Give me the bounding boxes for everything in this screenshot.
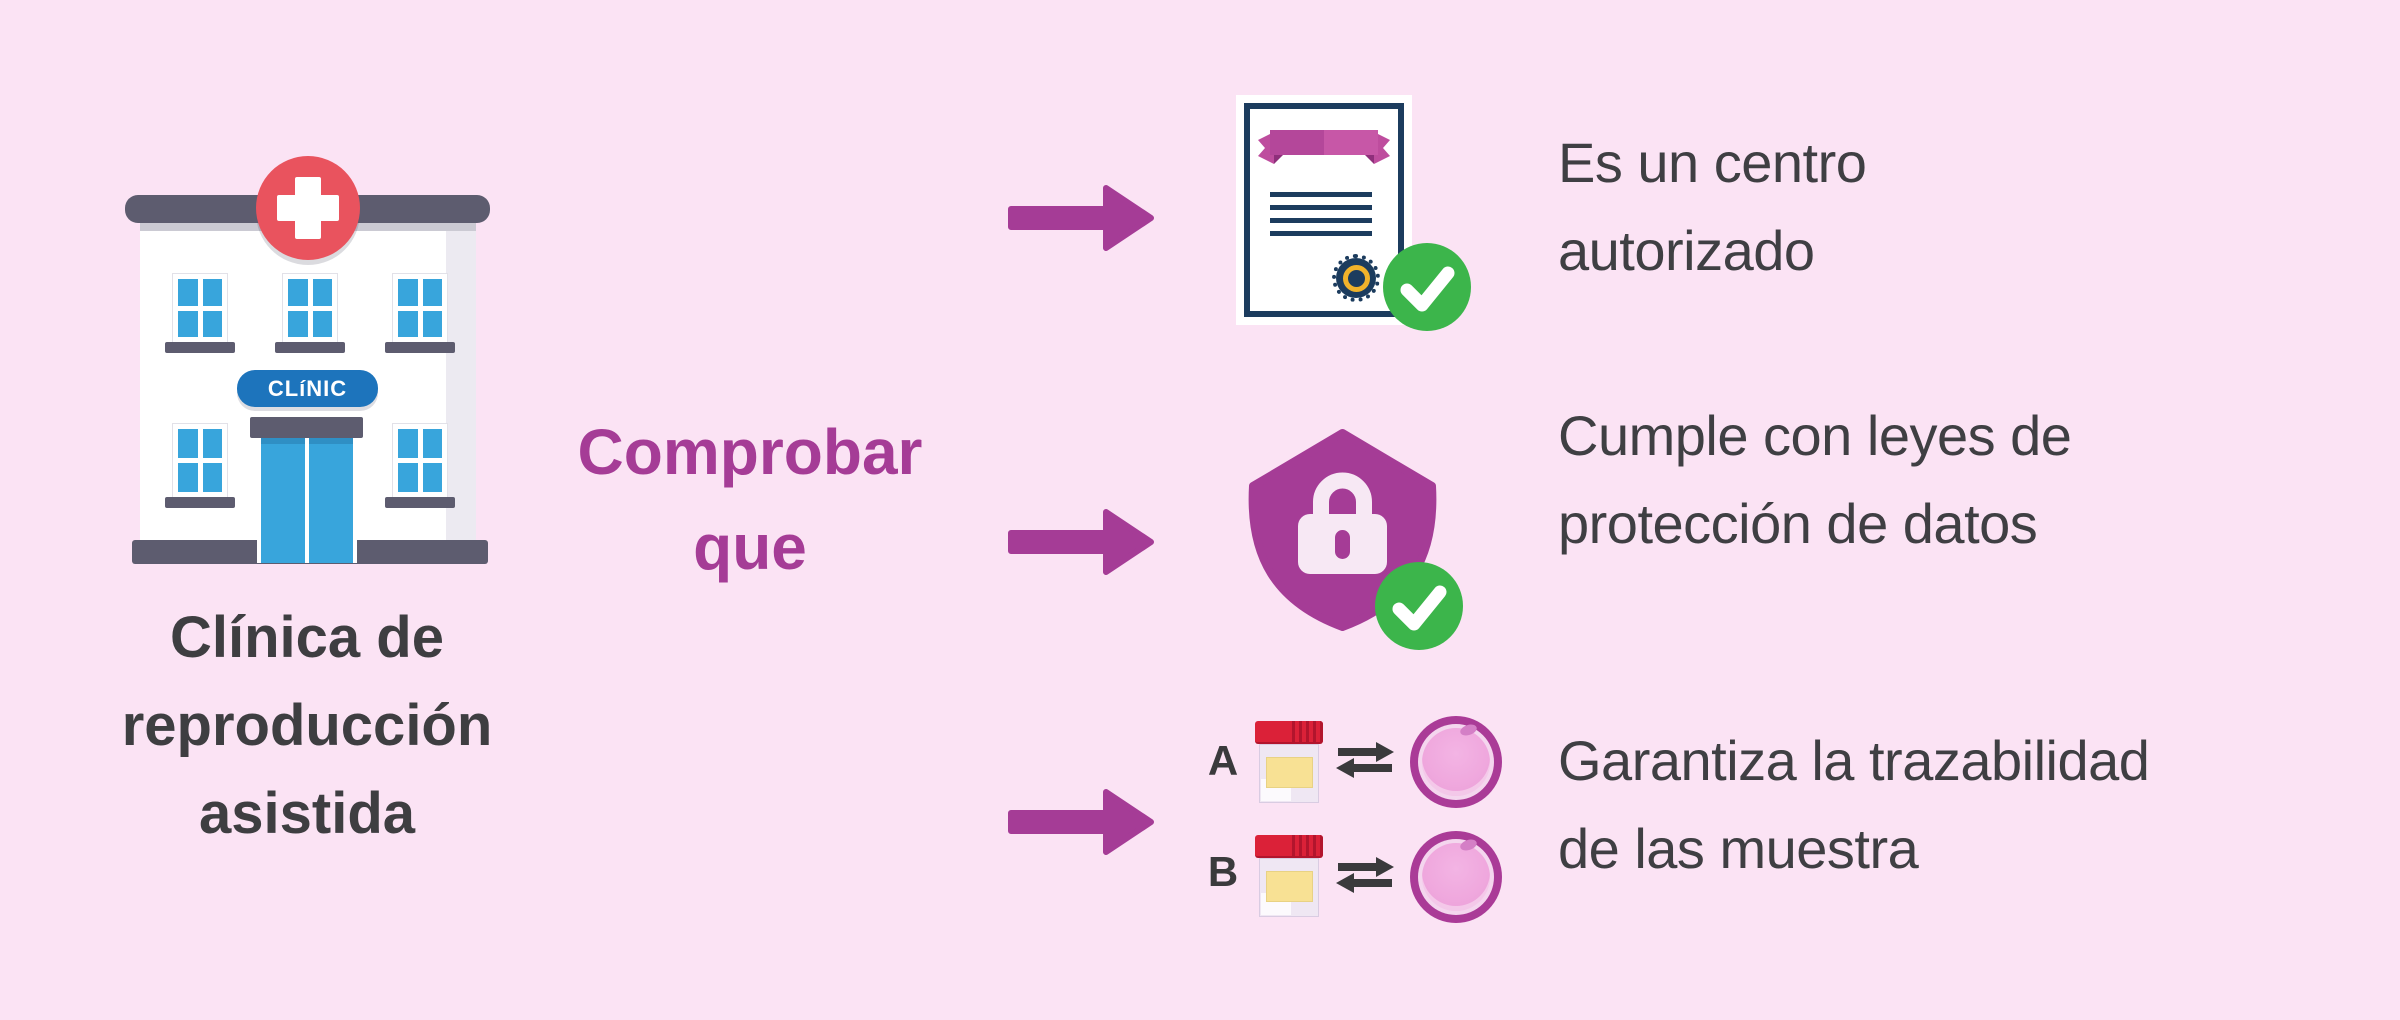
clinic-caption-line: asistida	[199, 781, 415, 846]
window-icon	[172, 273, 228, 343]
row-text-line: autorizado	[1558, 219, 1815, 282]
certificate-text-line	[1270, 192, 1372, 197]
check-badge-icon	[1383, 243, 1471, 331]
seal-gold-ring	[1342, 264, 1370, 292]
window-sill	[385, 497, 455, 508]
clinic-sign-text: CLíNIC	[267, 376, 348, 401]
row-text-data-protection: Cumple con leyes de protección de datos	[1558, 392, 2072, 568]
egg-cell-icon	[1410, 716, 1502, 808]
arrow-right-icon	[1008, 509, 1154, 575]
clinic-building-icon: CLíNIC	[125, 150, 490, 570]
window-sill	[275, 342, 345, 353]
padlock-keyhole	[1335, 530, 1350, 559]
clinic-caption-line: Clínica de	[170, 605, 444, 670]
clinic-caption: Clínica de reproducción asistida	[70, 594, 544, 858]
window-sill	[165, 497, 235, 508]
row-text-line: Es un centro	[1558, 131, 1867, 194]
door-icon	[257, 438, 357, 563]
medical-cross-icon	[256, 156, 360, 260]
award-seal-icon	[1332, 254, 1380, 302]
window-icon	[392, 423, 448, 498]
door-header	[250, 417, 363, 438]
shield-lock-icon	[1245, 428, 1463, 650]
window-sill	[165, 342, 235, 353]
sample-label-a: A	[1207, 737, 1239, 784]
row-text-line: de las muestra	[1558, 817, 1919, 880]
comprobar-label: Comprobar que	[555, 405, 945, 595]
cross-horizontal-bar	[277, 195, 339, 221]
certificate-border	[1244, 103, 1404, 317]
certificate-text-line	[1270, 218, 1372, 223]
window-icon	[392, 273, 448, 343]
window-sill	[385, 342, 455, 353]
certificate-text-line	[1270, 205, 1372, 210]
clinic-caption-line: reproducción	[121, 693, 493, 758]
egg-cytoplasm	[1422, 728, 1490, 796]
sample-cup-icon	[1255, 721, 1323, 803]
window-icon	[172, 423, 228, 498]
clinic-sign: CLíNIC	[237, 370, 378, 407]
check-badge-icon	[1375, 562, 1463, 650]
row-text-authorized-center: Es un centro autorizado	[1558, 119, 1867, 295]
comprobar-label-line: Comprobar	[577, 416, 923, 488]
comprobar-label-line: que	[693, 511, 807, 583]
certificate-text-line	[1270, 231, 1372, 236]
sample-label-b: B	[1207, 848, 1239, 895]
cup-label	[1266, 871, 1313, 902]
check-mark	[1392, 585, 1447, 631]
row-text-traceability: Garantiza la trazabilidad de las muestra	[1558, 717, 2150, 893]
egg-cytoplasm	[1422, 843, 1490, 911]
padlock-shackle	[1313, 472, 1372, 520]
transfer-arrows-icon	[1336, 857, 1394, 893]
egg-cell-icon	[1410, 831, 1502, 923]
arrow-right-icon	[1008, 185, 1154, 251]
sample-cup-icon	[1255, 835, 1323, 917]
ribbon-banner-icon	[1258, 130, 1390, 164]
cup-lid	[1255, 835, 1323, 858]
cup-lid	[1255, 721, 1323, 744]
window-icon	[282, 273, 338, 343]
row-text-line: Garantiza la trazabilidad	[1558, 729, 2150, 792]
cup-body	[1259, 858, 1319, 917]
row-text-line: protección de datos	[1558, 492, 2038, 555]
cup-body	[1259, 744, 1319, 803]
check-mark	[1400, 266, 1455, 312]
cup-label	[1266, 757, 1313, 788]
transfer-arrows-icon	[1336, 742, 1394, 778]
arrow-right-icon	[1008, 789, 1154, 855]
row-text-line: Cumple con leyes de	[1558, 404, 2072, 467]
certificate-icon	[1236, 95, 1471, 331]
